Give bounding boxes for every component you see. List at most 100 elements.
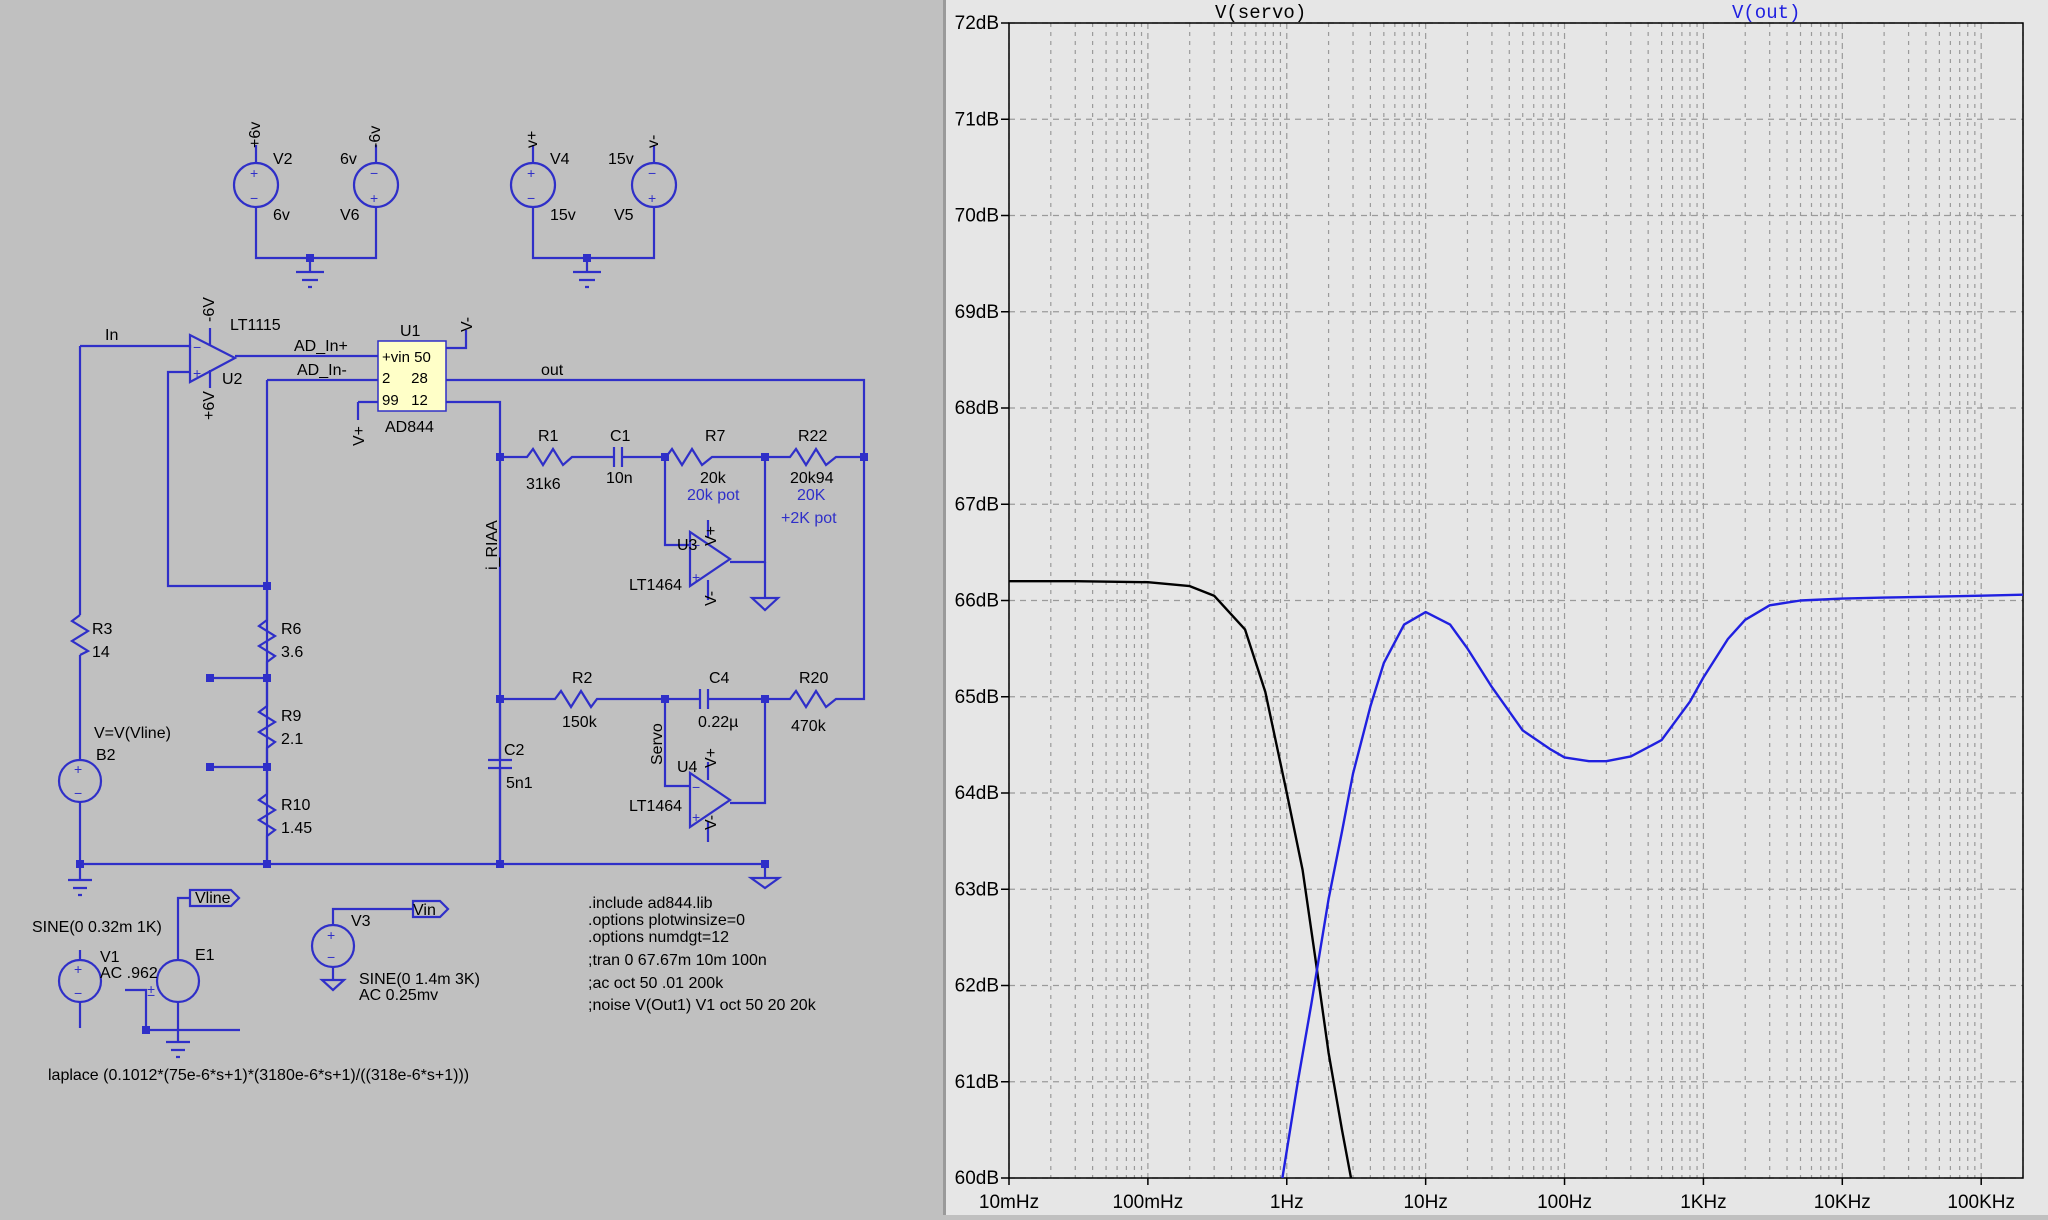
schematic-pane[interactable]: +− −+ +− −+ +− +− +− −+ −+ −+ +− +6v V2 … [0,0,943,1215]
svg-text:−: − [692,537,700,553]
svg-text:−: − [527,190,535,206]
u1-box[interactable] [377,340,447,412]
net-vline: Vline [195,890,231,907]
net-in: In [105,327,118,344]
u2-neg-supply: -6V [201,297,218,322]
c1-value: 10n [606,470,633,487]
u4-ref: U4 [677,759,698,776]
b2-ref: B2 [96,747,116,764]
r22-value: 20k94 [790,470,834,487]
u4-pos: V+ [703,748,720,768]
net-vin: Vin [413,902,436,919]
u1-pin-row-3: 99 12 [382,392,428,409]
schematic-wires [57,145,866,1059]
v6-value: 6v [340,151,357,168]
v4-value: 15v [550,207,576,224]
x-tick-label: 10KHz [1814,1192,1871,1213]
v6-label: -6v [367,126,384,148]
v4-ref: V4 [550,151,570,168]
directive-2[interactable]: .options plotwinsize=0 [588,912,745,929]
svg-text:+: + [527,165,535,181]
laplace-expression[interactable]: laplace (0.1012*(75e-6*s+1)*(3180e-6*s+1… [48,1067,469,1084]
r22-note-2: +2K pot [781,510,837,527]
net-ad-in-plus: AD_In+ [294,338,348,355]
u2-ref: U2 [222,371,243,388]
net-i-riaa: i_RIAA [484,520,501,570]
u4-neg: V- [703,815,720,830]
net-out: out [541,362,564,379]
trace-v-out[interactable] [1281,593,2023,1178]
directive-4[interactable]: ;tran 0 67.67m 10m 100n [588,952,767,969]
c2-value: 5n1 [506,775,533,792]
r1-value: 31k6 [526,476,561,493]
svg-text:−: − [193,339,201,355]
v5-label: v- [645,135,662,148]
r3-ref: R3 [92,621,113,638]
v3-ac: AC 0.25mv [359,987,438,1004]
r6-ref: R6 [281,621,302,638]
v1-ac: AC .962 [100,965,158,982]
u2-pos-supply: +6V [201,391,218,420]
trace-label-out[interactable]: V(out) [1732,2,1800,24]
svg-text:+: + [648,190,656,206]
directive-5[interactable]: ;ac oct 50 .01 200k [588,975,724,992]
y-tick-label: 69dB [955,302,999,323]
v1-ref: V1 [100,949,120,966]
y-tick-label: 63dB [955,879,999,900]
v2-value: 6v [273,207,290,224]
u1-model: AD844 [385,419,434,436]
x-tick-label: 1Hz [1270,1192,1304,1213]
b2-expr: V=V(Vline) [94,725,171,742]
svg-text:−: − [648,165,656,181]
waveform-plot[interactable]: 72dB71dB70dB69dB68dB67dB66dB65dB64dB63dB… [936,0,2048,1215]
r10-ref: R10 [281,797,310,814]
u2-model: LT1115 [230,317,281,334]
svg-text:+: + [74,961,82,977]
svg-text:+: + [147,981,155,997]
svg-text:−: − [327,949,335,965]
svg-text:−: − [74,985,82,1001]
directive-1[interactable]: .include ad844.lib [588,895,713,912]
r9-value: 2.1 [281,731,303,748]
v5-value: 15v [608,151,634,168]
trace-label-servo[interactable]: V(servo) [1215,2,1306,24]
plot-grid [1008,22,2024,1179]
u1-neg-supply: V- [459,317,476,332]
svg-text:−: − [250,190,258,206]
axis-ticks: 72dB71dB70dB69dB68dB67dB66dB65dB64dB63dB… [955,13,2015,1213]
x-tick-label: 10Hz [1403,1192,1447,1213]
r22-note-1: 20K [797,487,826,504]
directive-3[interactable]: .options numdgt=12 [588,929,729,946]
traces [1009,580,2023,1178]
c2-ref: C2 [504,742,525,759]
v6-ref: V6 [340,207,360,224]
directive-6[interactable]: ;noise V(Out1) V1 oct 50 20 20k [588,997,817,1014]
y-tick-label: 62dB [955,976,999,997]
r3-value: 14 [92,644,110,661]
schematic-canvas[interactable]: +− −+ +− −+ +− +− +− −+ −+ −+ +− +6v V2 … [0,0,943,1215]
svg-text:+: + [370,190,378,206]
r22-ref: R22 [798,428,827,445]
u1-ref: U1 [400,323,421,340]
r2-value: 150k [562,714,598,731]
e1-ref: E1 [195,947,215,964]
v3-sine: SINE(0 1.4m 3K) [359,971,480,988]
svg-text:+: + [692,809,700,825]
c1-ref: C1 [610,428,631,445]
svg-text:+: + [74,761,82,777]
y-tick-label: 71dB [955,109,999,130]
v5-ref: V5 [614,207,634,224]
x-tick-label: 100KHz [1947,1192,2015,1213]
polarity-marks: +− −+ +− −+ +− +− +− −+ −+ −+ +− [74,165,700,1003]
net-ad-in-minus: AD_In- [297,362,347,379]
r7-ref: R7 [705,428,726,445]
svg-text:+: + [250,165,258,181]
v3-ref: V3 [351,913,371,930]
trace-v-servo[interactable] [1009,580,1353,1178]
y-tick-label: 68dB [955,398,999,419]
v4-label: v+ [524,131,541,148]
r10-value: 1.45 [281,820,312,837]
r6-value: 3.6 [281,644,303,661]
